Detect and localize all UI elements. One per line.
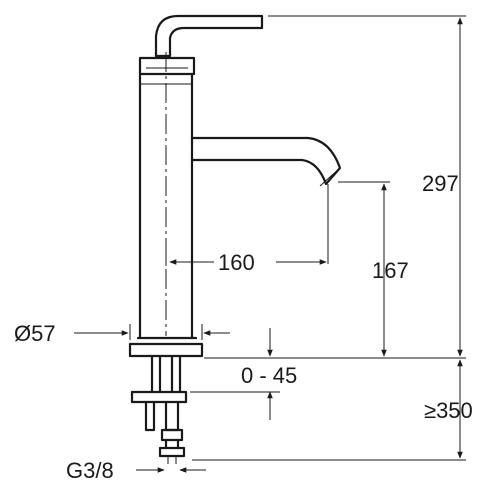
dimension-lines: [74, 17, 463, 473]
dim-label-thread: G3/8: [66, 458, 114, 483]
dim-label-diameter: Ø57: [14, 321, 56, 346]
faucet-outline: [128, 14, 342, 464]
dim-label-167: 167: [372, 258, 409, 283]
dim-label-hose: ≥350: [424, 398, 473, 423]
hose-connector: [158, 428, 186, 458]
dim-label-160: 160: [218, 250, 255, 275]
extension-lines: [129, 15, 466, 461]
handle-collar: [138, 56, 196, 76]
faucet-base: [128, 336, 204, 358]
fixing-bracket: [130, 390, 188, 404]
dim-label-297: 297: [422, 171, 459, 196]
lever-handle: [154, 14, 264, 58]
mounting-rods: [150, 354, 182, 394]
spout: [190, 136, 342, 186]
faucet-body: [138, 72, 194, 340]
dim-label-deck: 0 - 45: [241, 363, 297, 388]
